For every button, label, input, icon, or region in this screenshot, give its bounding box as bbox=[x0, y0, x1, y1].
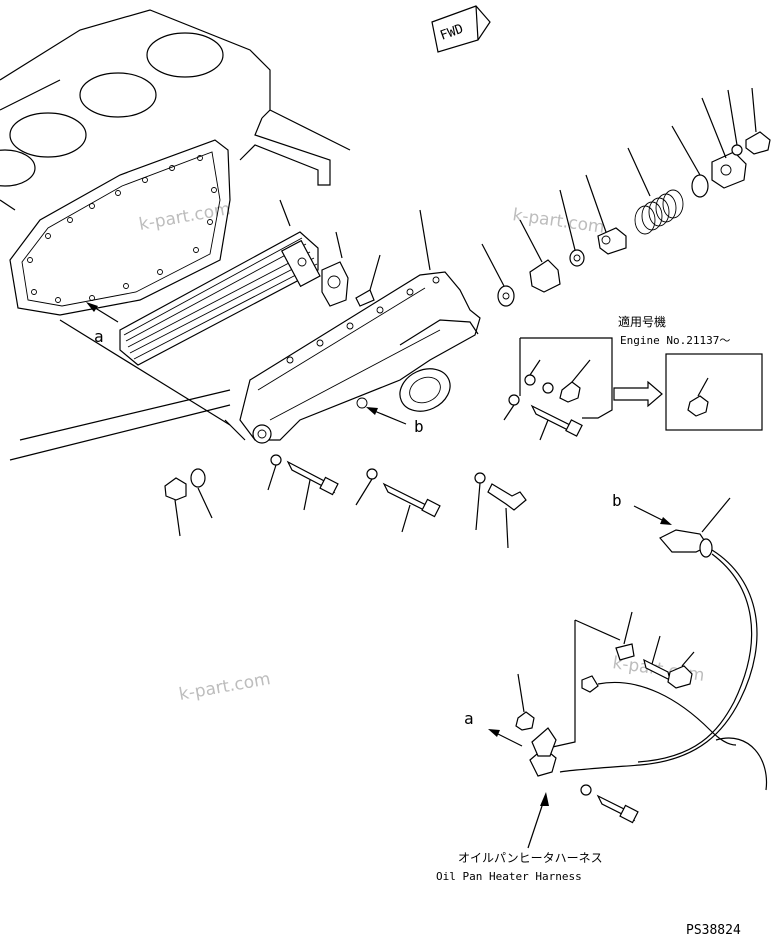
regulator-valve-parts bbox=[481, 87, 771, 307]
spring bbox=[634, 189, 684, 235]
lower-fasteners bbox=[164, 454, 527, 549]
watermark-3: k-part.com bbox=[177, 669, 272, 705]
element-gasket bbox=[321, 231, 381, 307]
cover-bolt-holes bbox=[286, 276, 440, 409]
applicable-label-en: Engine No.21137～ bbox=[620, 334, 730, 347]
oil-cooler-cover bbox=[224, 209, 481, 444]
harness-label-jp: オイルパンヒータハーネス bbox=[458, 851, 603, 865]
harness-label-en: Oil Pan Heater Harness bbox=[436, 870, 582, 883]
gasket-bolt-holes bbox=[27, 155, 217, 303]
watermark-1: k-part.com bbox=[137, 199, 232, 235]
right-fasteners bbox=[503, 337, 613, 441]
drawing-number: PS38824 bbox=[686, 923, 741, 938]
callouts-upper: a b bbox=[86, 302, 424, 436]
applicable-label-jp: 適用号機 bbox=[618, 314, 666, 329]
arrow-to-inset bbox=[613, 380, 663, 408]
applicable-engine-note: 適用号機 Engine No.21137～ bbox=[613, 314, 763, 431]
callout-a-lower: a bbox=[464, 709, 474, 728]
callout-a-upper: a bbox=[94, 327, 104, 346]
oil-pan-heater-harness: b a オイルパンヒータハーネス Oil Pan Heater Harness bbox=[436, 491, 768, 883]
oil-cooler-element bbox=[119, 199, 321, 366]
fwd-arrow-tag: FWD bbox=[431, 5, 491, 53]
engine-block bbox=[0, 9, 351, 461]
callout-b-upper: b bbox=[414, 417, 424, 436]
watermark-2: k-part.com bbox=[511, 205, 605, 238]
callout-b-lower: b bbox=[612, 491, 622, 510]
inset-box bbox=[665, 353, 763, 431]
